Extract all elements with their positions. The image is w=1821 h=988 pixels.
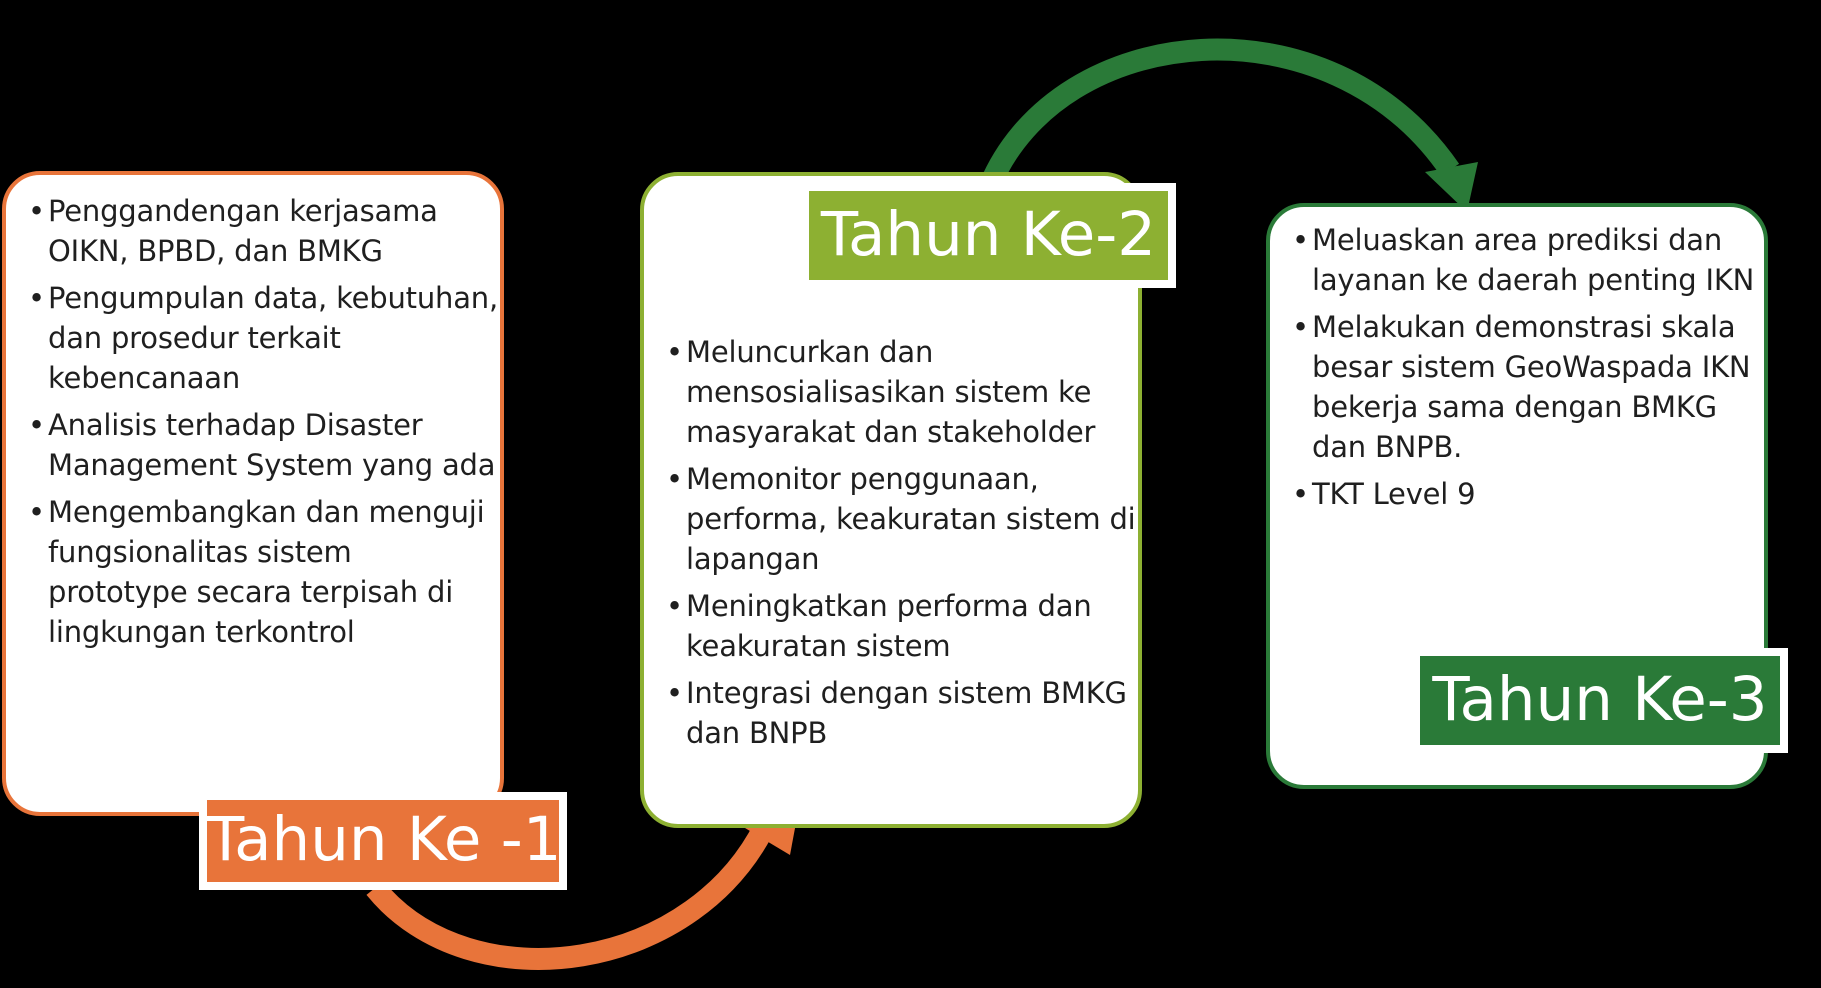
stage-2-item: Memonitor penggunaan, performa, keakurat…	[666, 459, 1136, 579]
stage-2-item: Integrasi dengan sistem BMKG dan BNPB	[666, 673, 1136, 753]
stage-2-bullet-list: Meluncurkan dan mensosialisasikan sistem…	[666, 332, 1136, 760]
arrow-year2-to-year3	[979, 38, 1460, 190]
arrow-year2-to-year3-head	[1425, 162, 1478, 212]
stage-1-item: Mengembangkan dan menguji fungsionalitas…	[28, 492, 498, 652]
stage-2-item: Meningkatkan performa dan keakuratan sis…	[666, 586, 1136, 666]
stage-3-item: Meluaskan area prediksi dan layanan ke d…	[1292, 220, 1762, 300]
year-label-3: Tahun Ke-3	[1412, 648, 1788, 753]
stage-3-bullet-list: Meluaskan area prediksi dan layanan ke d…	[1292, 220, 1762, 521]
stage-3-item: Melakukan demonstrasi skala besar sistem…	[1292, 307, 1762, 467]
stage-1-item: Pengumpulan data, kebutuhan, dan prosedu…	[28, 278, 498, 398]
stage-card-year-1: Penggandengan kerjasama OIKN, BPBD, dan …	[2, 171, 504, 816]
stage-1-bullet-list: Penggandengan kerjasama OIKN, BPBD, dan …	[28, 191, 498, 659]
stage-2-item: Meluncurkan dan mensosialisasikan sistem…	[666, 332, 1136, 452]
year-label-2: Tahun Ke-2	[801, 183, 1176, 288]
stage-3-item: TKT Level 9	[1292, 474, 1762, 514]
stage-1-item: Penggandengan kerjasama OIKN, BPBD, dan …	[28, 191, 498, 271]
arrow-year1-to-year2	[366, 810, 781, 970]
stage-1-item: Analisis terhadap Disaster Management Sy…	[28, 405, 498, 485]
year-label-1: Tahun Ke -1	[199, 792, 567, 890]
